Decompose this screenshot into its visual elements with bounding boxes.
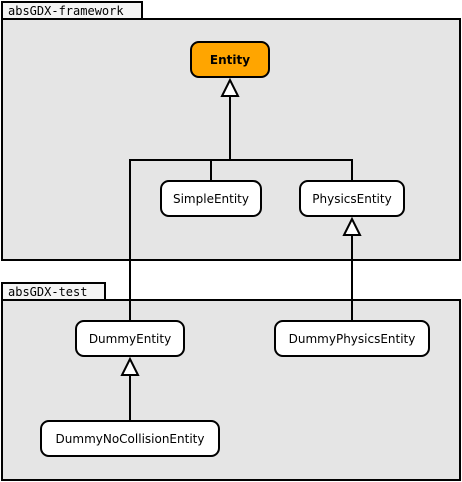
node-label-dummy-entity: DummyEntity [88,331,172,346]
node-label-dummy-physics-entity: DummyPhysicsEntity [288,331,416,346]
node-simple-entity[interactable]: SimpleEntity [160,180,262,217]
node-dummy-entity[interactable]: DummyEntity [75,320,185,357]
node-entity[interactable]: Entity [190,41,270,78]
node-label-entity: Entity [209,52,251,67]
inheritance-arrow-dummy-entity [120,356,140,376]
package-label-test: absGDX-test [8,285,88,299]
node-label-dummy-no-collision-entity: DummyNoCollisionEntity [55,431,205,446]
node-dummy-no-collision-entity[interactable]: DummyNoCollisionEntity [40,420,220,457]
package-tab-test: absGDX-test [1,282,106,301]
node-dummy-physics-entity[interactable]: DummyPhysicsEntity [274,320,430,357]
node-label-physics-entity: PhysicsEntity [312,191,392,206]
inheritance-arrow-physics-entity [342,216,362,236]
package-label-framework: absGDX-framework [8,4,124,18]
inheritance-arrow-entity [220,77,240,97]
package-tab-framework: absGDX-framework [1,1,143,20]
edge-bus [129,159,353,320]
node-physics-entity[interactable]: PhysicsEntity [299,180,405,217]
node-label-simple-entity: SimpleEntity [172,191,249,206]
